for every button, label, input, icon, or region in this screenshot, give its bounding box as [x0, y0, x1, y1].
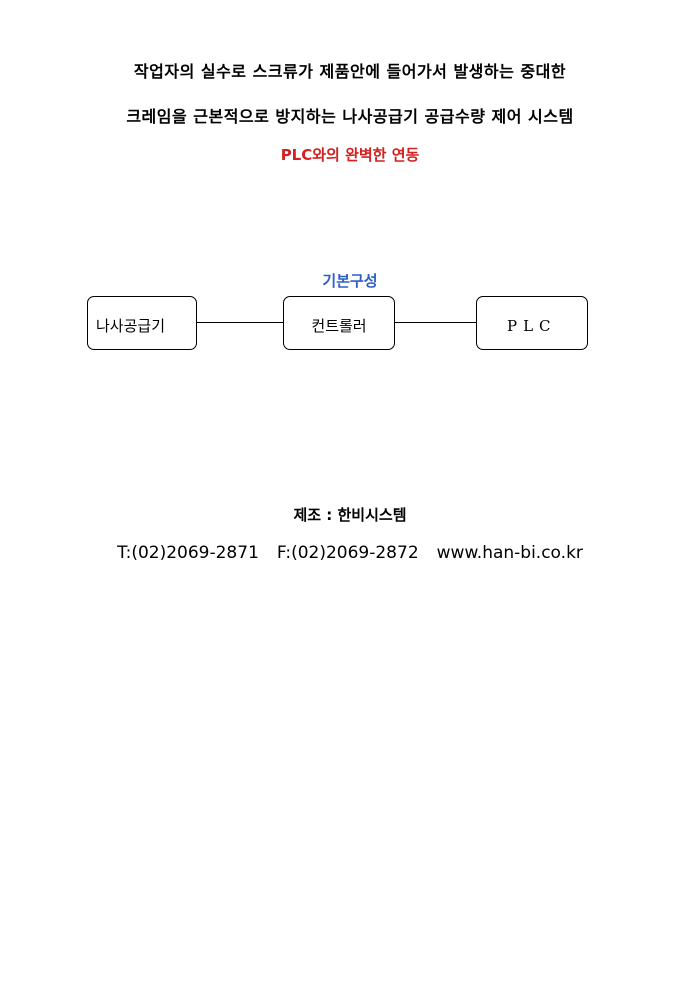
node-screw-feeder: 나사공급기: [87, 296, 197, 350]
edge-feeder-to-controller: [197, 322, 283, 323]
subtitle: PLC와의 완벽한 연동: [280, 146, 420, 164]
node-controller: 컨트롤러: [283, 296, 395, 350]
title-line-2: 크레임을 근본적으로 방지하는 나사공급기 공급수량 제어 시스템: [126, 107, 574, 126]
phone-number: T:(02)2069-2871: [117, 543, 259, 563]
edge-controller-to-plc: [395, 322, 476, 323]
website-link[interactable]: www.han-bi.co.kr: [436, 543, 583, 563]
maker-line: 제조 : 한비시스템: [293, 506, 407, 524]
contact-line: T:(02)2069-2871 F:(02)2069-2872 www.han-bi…: [0, 543, 700, 563]
node-plc: PLC: [476, 296, 588, 350]
title-line-1: 작업자의 실수로 스크류가 제품안에 들어가서 발생하는 중대한: [133, 62, 567, 81]
section-heading: 기본구성: [322, 272, 378, 290]
fax-number: F:(02)2069-2872: [276, 543, 419, 563]
